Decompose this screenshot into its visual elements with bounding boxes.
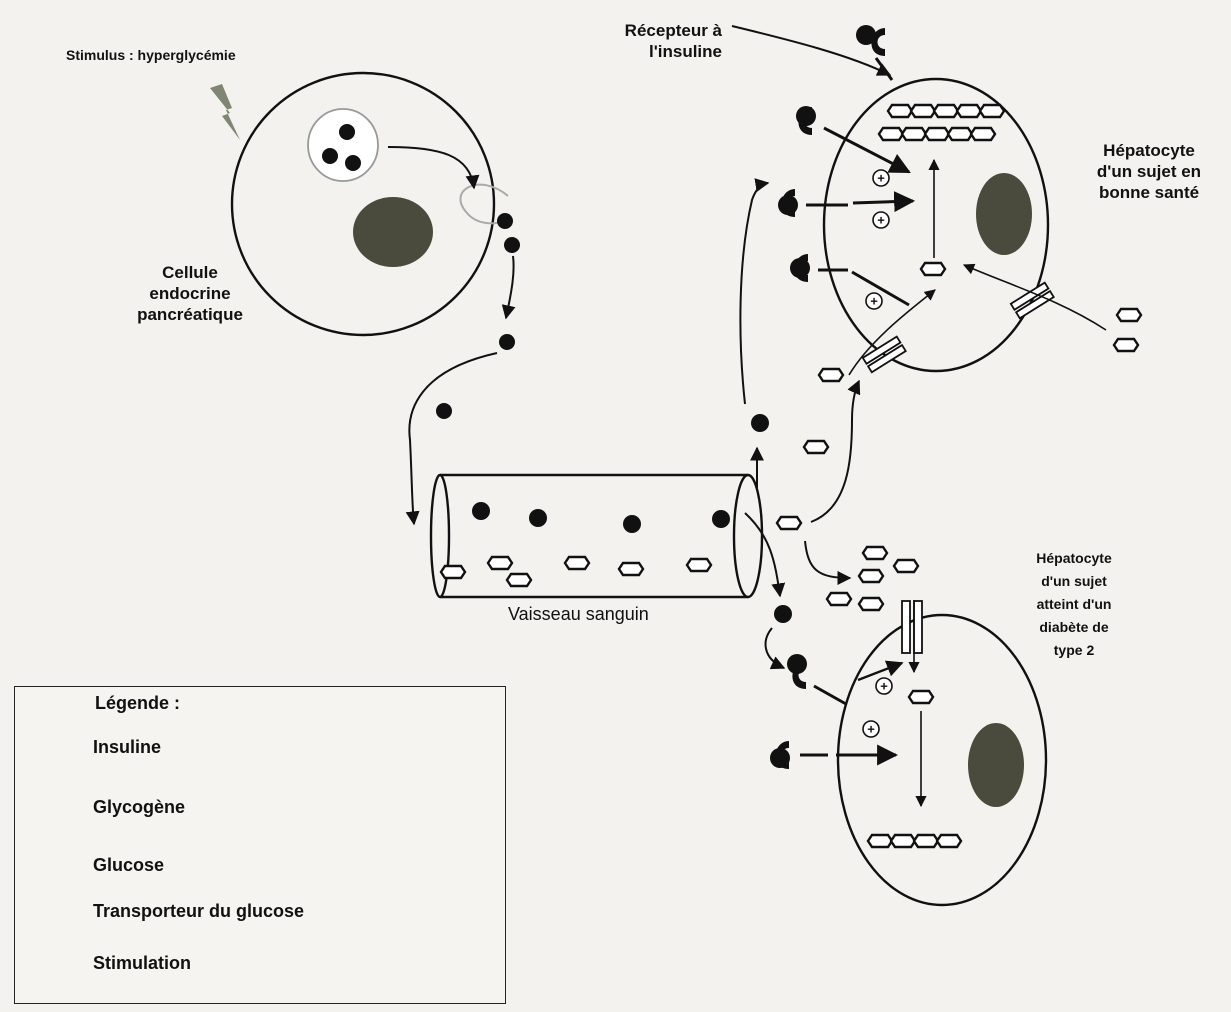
insulin-molecule xyxy=(751,414,769,432)
glucose-molecule xyxy=(1114,339,1138,351)
stimulus-lightning-icon xyxy=(210,84,240,140)
insulin-molecule xyxy=(790,258,810,278)
glucose-molecule xyxy=(827,593,851,605)
insulin-molecule xyxy=(345,155,361,171)
insulin-molecule xyxy=(623,515,641,533)
pancreatic-cell-nucleus xyxy=(353,197,433,267)
insulin-molecule xyxy=(497,213,513,229)
pancreatic-cell-label: Cellule endocrine pancréatique xyxy=(100,262,280,325)
insulin-molecule xyxy=(778,195,798,215)
glucose-molecule xyxy=(819,369,843,381)
insulin-receptor-label: Récepteur à l'insuline xyxy=(560,20,722,62)
glucose-molecule xyxy=(777,517,801,529)
legend-glucose-label: Glucose xyxy=(93,855,164,876)
insulin-molecule xyxy=(529,509,547,527)
stimulus-label: Stimulus : hyperglycémie xyxy=(66,46,236,64)
blood-vessel-label: Vaisseau sanguin xyxy=(508,604,649,625)
insulin-molecule xyxy=(322,148,338,164)
glucose-molecule xyxy=(894,560,918,572)
pancreatic-cell-vesicle xyxy=(308,109,378,181)
glucose-molecule xyxy=(687,559,711,571)
healthy-hepatocyte xyxy=(778,25,1106,372)
legend-box: Légende : Insuline Glycogène Glucose Tra… xyxy=(14,686,506,1004)
diabetic-hepatocyte xyxy=(770,600,1046,905)
legend-title: Légende : xyxy=(95,693,180,714)
glycogen-chain xyxy=(879,105,1004,140)
hepatocyte-nucleus xyxy=(976,173,1032,255)
legend-insulin-label: Insuline xyxy=(93,737,161,758)
glucose-molecule xyxy=(1117,309,1141,321)
glucose-molecule xyxy=(441,566,465,578)
legend-glycogen-label: Glycogène xyxy=(93,797,185,818)
insulin-molecule xyxy=(796,106,816,126)
glucose-molecule xyxy=(859,570,883,582)
glucose-transporter xyxy=(902,601,922,653)
glucose-molecule xyxy=(921,263,945,275)
glucose-molecule xyxy=(507,574,531,586)
insulin-molecule xyxy=(774,605,792,623)
glucose-molecule xyxy=(863,547,887,559)
glucose-molecule xyxy=(619,563,643,575)
glucose-molecule xyxy=(804,441,828,453)
hepatocyte-nucleus xyxy=(968,723,1024,807)
insulin-molecule xyxy=(436,403,452,419)
healthy-hepatocyte-label: Hépatocyte d'un sujet en bonne santé xyxy=(1068,140,1230,203)
insulin-molecule xyxy=(770,748,790,768)
insulin-molecule xyxy=(712,510,730,528)
insulin-molecule xyxy=(787,654,807,674)
blood-vessel xyxy=(431,475,762,597)
insulin-molecule xyxy=(339,124,355,140)
insulin-molecule xyxy=(499,334,515,350)
glucose-molecule xyxy=(909,691,933,703)
legend-transporter-label: Transporteur du glucose xyxy=(93,901,304,922)
glycogen-chain xyxy=(868,835,961,847)
legend-stimulation-label: Stimulation xyxy=(93,953,191,974)
insulin-molecule xyxy=(504,237,520,253)
insulin-molecule xyxy=(472,502,490,520)
insulin-molecule xyxy=(856,25,876,45)
glucose-molecule xyxy=(859,598,883,610)
diabetic-hepatocyte-label: Hépatocyte d'un sujet atteint d'un diabè… xyxy=(1006,547,1142,662)
glucose-molecule xyxy=(488,557,512,569)
glucose-molecule xyxy=(565,557,589,569)
